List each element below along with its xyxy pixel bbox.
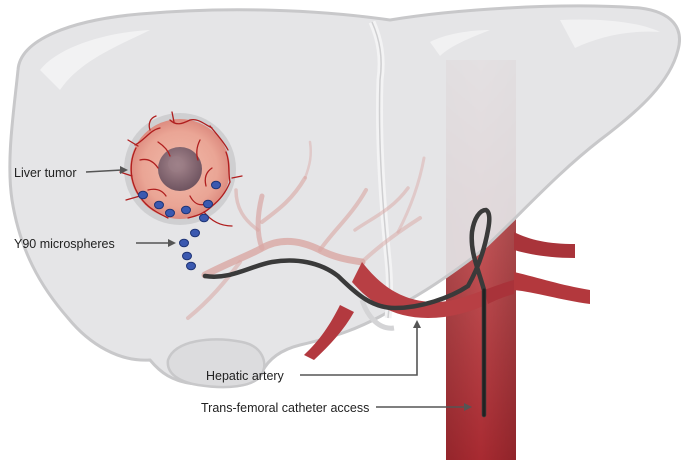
liver	[8, 4, 681, 389]
microsphere	[199, 213, 209, 223]
microsphere	[203, 199, 213, 209]
microsphere	[181, 205, 191, 215]
label-liver-tumor: Liver tumor	[14, 166, 77, 180]
label-hepatic-artery: Hepatic artery	[206, 369, 285, 383]
liver-tumor	[119, 111, 243, 227]
annotation-arrows	[85, 166, 472, 411]
microsphere	[138, 190, 148, 200]
microsphere	[190, 228, 200, 238]
microsphere	[186, 261, 196, 271]
arrow-hepatic-artery	[300, 320, 421, 376]
intrahepatic-arteries	[186, 140, 426, 320]
microsphere	[154, 200, 164, 210]
microsphere	[211, 180, 221, 190]
label-trans-femoral-catheter-access: Trans-femoral catheter access	[201, 401, 369, 415]
arrow-catheter-access	[376, 403, 472, 411]
microsphere	[179, 238, 189, 248]
catheter	[202, 207, 492, 418]
microsphere	[182, 251, 192, 261]
microsphere	[165, 208, 175, 218]
arrow-microspheres	[136, 239, 176, 247]
y90-microspheres	[138, 180, 221, 271]
label-y90-microspheres: Y90 microspheres	[14, 237, 115, 251]
hepatic-artery	[304, 262, 514, 360]
arrow-liver-tumor	[85, 166, 128, 174]
